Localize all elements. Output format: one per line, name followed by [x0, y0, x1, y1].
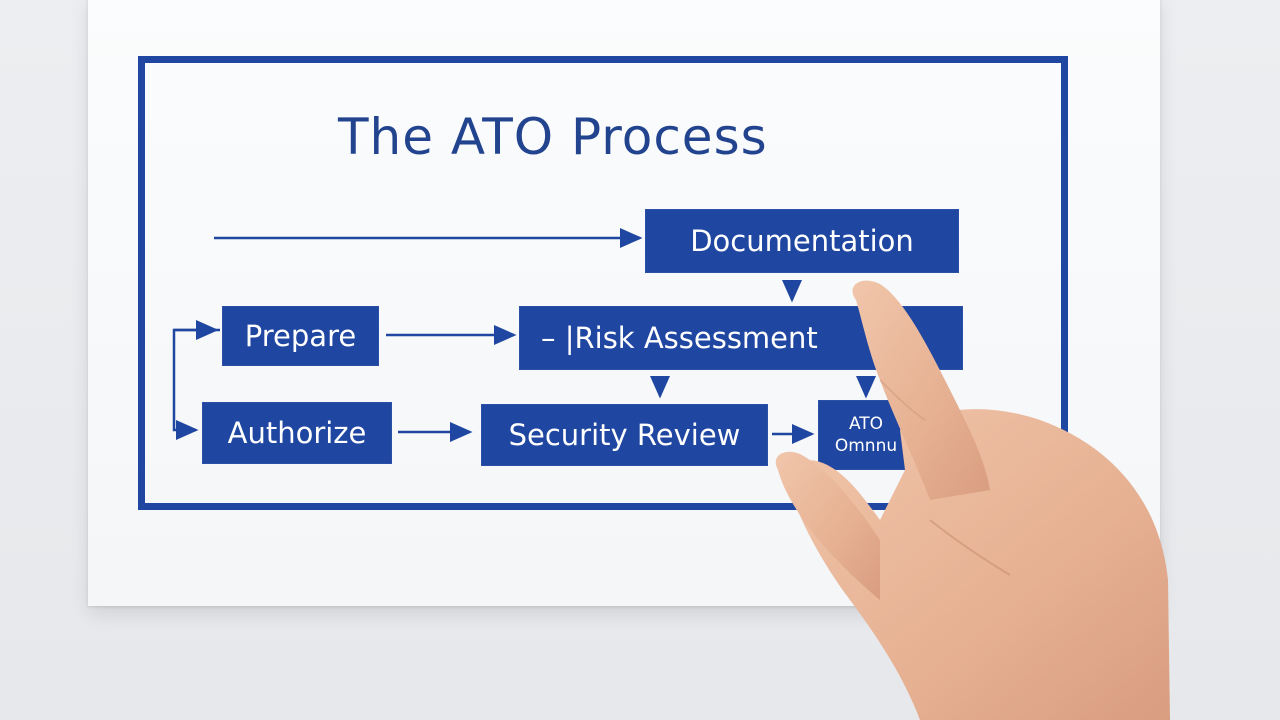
node-authorize: Authorize: [202, 402, 392, 464]
node-ato-line1: ATO: [848, 414, 884, 434]
node-security-review: Security Review: [481, 404, 768, 466]
diagram-title: The ATO Process: [338, 108, 768, 166]
node-ato: ATO Omnnu: [818, 400, 914, 470]
node-risk-assessment: – |Risk Assessment: [519, 306, 963, 370]
diagram-frame: [138, 56, 1068, 510]
node-documentation: Documentation: [645, 209, 959, 273]
node-ato-line2: Omnnu: [834, 436, 898, 456]
node-prepare: Prepare: [222, 306, 379, 366]
